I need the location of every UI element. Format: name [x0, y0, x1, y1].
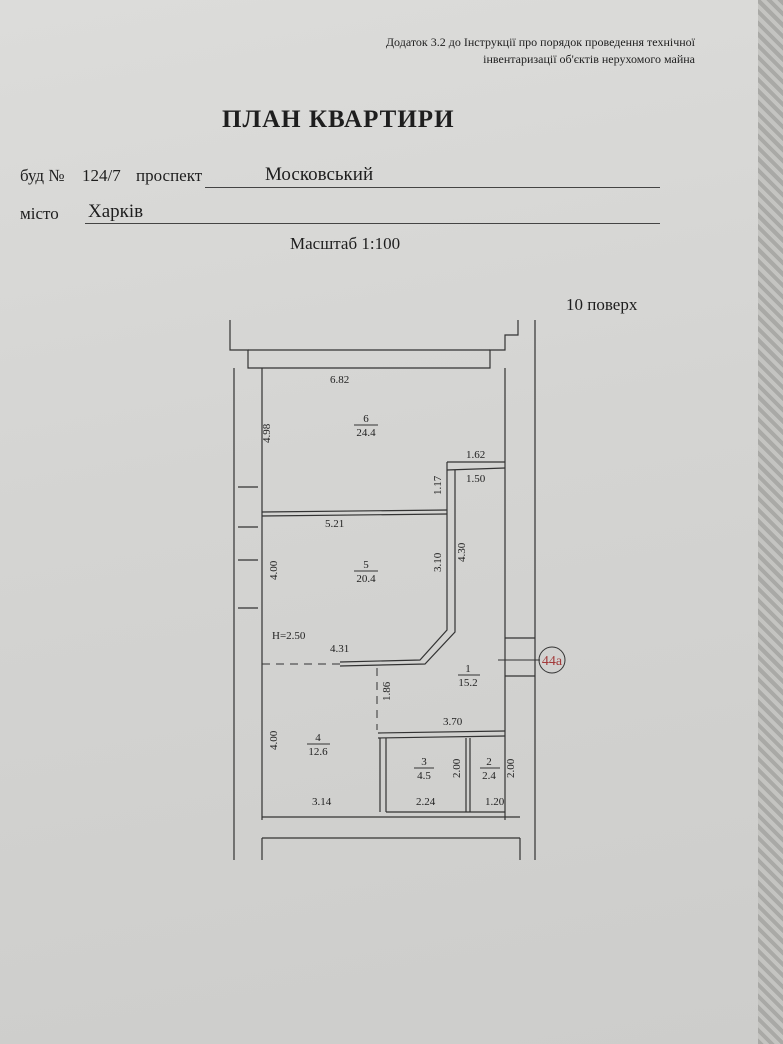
room-6-area: 24.4	[356, 427, 376, 439]
dim-1-62: 1.62	[466, 449, 485, 461]
room-1-area: 15.2	[458, 677, 477, 689]
street-underline	[205, 187, 660, 188]
annex-line-1: Додаток 3.2 до Інструкції про порядок пр…	[385, 35, 695, 49]
apartment-marker-circle	[538, 646, 566, 674]
building-label: буд №	[20, 166, 65, 185]
background-fabric	[758, 0, 783, 1044]
dim-4-31: 4.31	[330, 643, 349, 655]
street-type: проспект	[136, 166, 203, 185]
room-2-area: 2.4	[482, 770, 496, 782]
city-label: місто	[20, 204, 59, 223]
dim-5-21: 5.21	[325, 518, 344, 530]
city-name: Харків	[88, 201, 144, 222]
dim-4-30: 4.30	[456, 542, 468, 562]
dim-room6-height: 4.98	[261, 423, 273, 443]
dim-room4-height: 4.00	[268, 730, 280, 750]
room-4-number: 4	[315, 732, 321, 744]
building-number: 124/7	[82, 166, 121, 185]
room-labels: 6 24.4 5 20.4 1 15.2 4 12.6 3 4.5 2 2.4	[307, 413, 500, 782]
dim-room2-height: 2.00	[505, 758, 517, 778]
dim-2-24: 2.24	[416, 796, 436, 808]
room-6-number: 6	[363, 413, 369, 425]
room-4-area: 12.6	[308, 746, 328, 758]
room-5-number: 5	[363, 559, 369, 571]
room-3-area: 4.5	[417, 770, 431, 782]
annex-line-2: інвентаризації об'єктів нерухомого майна	[483, 52, 695, 66]
dim-3-70: 3.70	[443, 716, 463, 728]
dim-3-14: 3.14	[312, 796, 332, 808]
walls	[229, 320, 536, 860]
room-1-number: 1	[465, 663, 471, 675]
dim-1-17: 1.17	[432, 475, 444, 495]
apartment-marker: 44а	[542, 654, 563, 669]
dim-1-86: 1.86	[381, 681, 393, 701]
room-2-number: 2	[486, 756, 492, 768]
dim-room5-height: 4.00	[268, 560, 280, 580]
dim-1-50: 1.50	[466, 473, 486, 485]
dim-3-10: 3.10	[432, 552, 444, 572]
dim-1-20: 1.20	[485, 796, 505, 808]
room-3-number: 3	[421, 756, 427, 768]
document-page	[0, 0, 758, 1044]
floor-label: 10 поверх	[566, 295, 638, 314]
ceiling-height: H=2.50	[272, 630, 306, 642]
page-title: ПЛАН КВАРТИРИ	[222, 106, 455, 133]
street-name: Московський	[265, 164, 374, 185]
city-underline	[85, 223, 660, 224]
scale-label: Масштаб 1:100	[290, 234, 401, 253]
open-partitions	[262, 663, 378, 730]
room-5-area: 20.4	[356, 573, 376, 585]
dim-top: 6.82	[330, 374, 349, 386]
dim-room3-height: 2.00	[451, 758, 463, 778]
